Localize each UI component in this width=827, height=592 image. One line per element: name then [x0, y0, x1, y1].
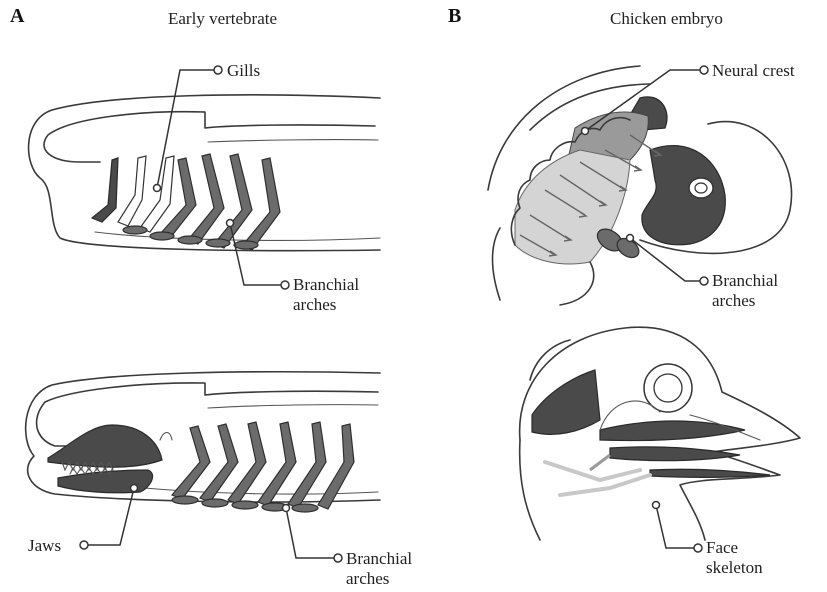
panel-b-title: Chicken embryo — [610, 9, 723, 28]
panel-a-top-illustration — [29, 66, 380, 289]
label-face-skeleton-line2: skeleton — [706, 558, 763, 577]
panel-a-letter: A — [10, 5, 25, 27]
panel-b-bottom-illustration — [520, 327, 800, 552]
label-branchial-arches-a-top-line1: Branchial — [293, 275, 359, 294]
label-branchial-arches-a-top-line2: arches — [293, 295, 336, 314]
panel-a-title: Early vertebrate — [168, 9, 277, 28]
panel-b-top-illustration — [488, 66, 792, 305]
gill-arches-top — [92, 154, 280, 250]
label-branchial-arches-a-bottom-line1: Branchial — [346, 549, 412, 568]
label-branchial-arches-a-bottom-line2: arches — [346, 569, 389, 588]
label-face-skeleton-line1: Face — [706, 538, 738, 557]
jaws-shape — [48, 425, 162, 493]
label-jaws: Jaws — [28, 536, 61, 555]
label-branchial-arches-b-line2: arches — [712, 291, 755, 310]
gill-arches-bottom — [160, 422, 354, 512]
panel-a-bottom-illustration — [26, 372, 380, 562]
label-branchial-arches-b-line1: Branchial — [712, 271, 778, 290]
label-neural-crest: Neural crest — [712, 61, 795, 80]
label-gills: Gills — [227, 61, 260, 80]
panel-b-letter: B — [448, 5, 461, 27]
